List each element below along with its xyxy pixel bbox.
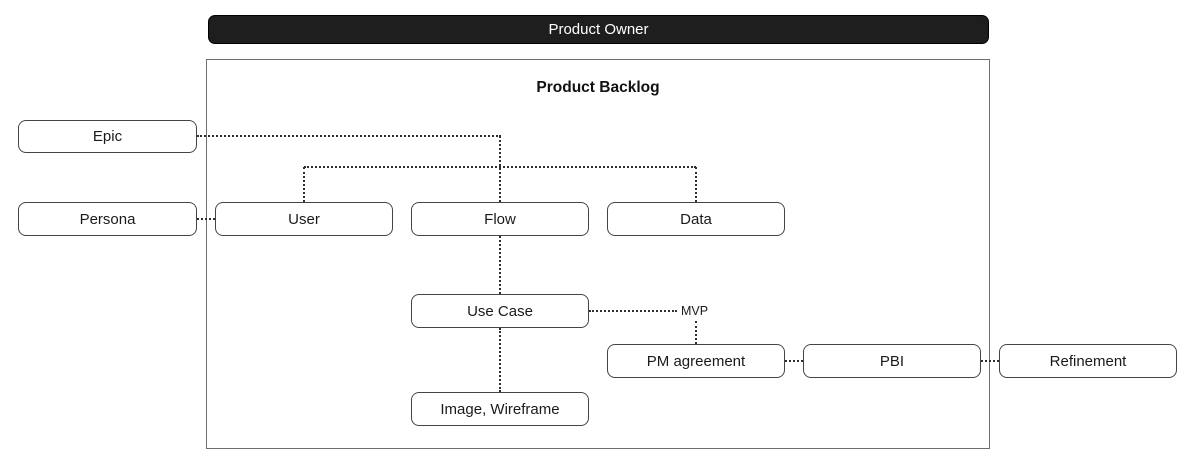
node-data-label: Data [680,210,712,228]
node-flow-label: Flow [484,210,516,228]
node-use-case: Use Case [411,294,589,328]
mvp-edge-label: MVP [680,304,710,318]
connector-mvp-to-pm-agreement [695,321,697,344]
node-epic-label: Epic [92,128,123,145]
node-user-label: User [288,210,320,228]
node-image-wireframe: Image, Wireframe [411,392,589,426]
node-flow: Flow [411,202,589,236]
product-backlog-container: Product Backlog [206,59,990,449]
node-user: User [215,202,393,236]
node-data: Data [607,202,785,236]
node-persona-label: Persona [79,210,136,228]
connector-bus-to-user [303,167,305,202]
node-persona: Persona [18,202,197,236]
connector-flow-to-usecase [499,236,501,294]
product-backlog-title: Product Backlog [536,79,660,96]
connector-epic-to-flow [499,136,501,202]
node-use-case-label: Use Case [467,302,533,320]
node-pbi: PBI [803,344,981,378]
connector-bus-to-data [695,167,697,202]
node-refinement-label: Refinement [1049,352,1127,370]
node-epic: Epic [18,120,197,153]
node-pm-agreement-label: PM agreement [646,352,746,370]
connector-usecase-to-mvp [589,310,677,312]
connector-pbi-to-refinement [981,360,999,362]
connector-user-flow-data-bus [304,166,696,168]
node-image-wireframe-label: Image, Wireframe [440,400,560,418]
connector-usecase-to-image [499,328,501,392]
node-pbi-label: PBI [879,352,905,370]
product-owner-bar: Product Owner [208,15,989,44]
connector-persona-to-user [197,218,215,220]
node-pm-agreement: PM agreement [607,344,785,378]
connector-epic-right [197,135,501,137]
product-owner-label: Product Owner [548,21,649,38]
node-refinement: Refinement [999,344,1177,378]
connector-pm-to-pbi [785,360,803,362]
